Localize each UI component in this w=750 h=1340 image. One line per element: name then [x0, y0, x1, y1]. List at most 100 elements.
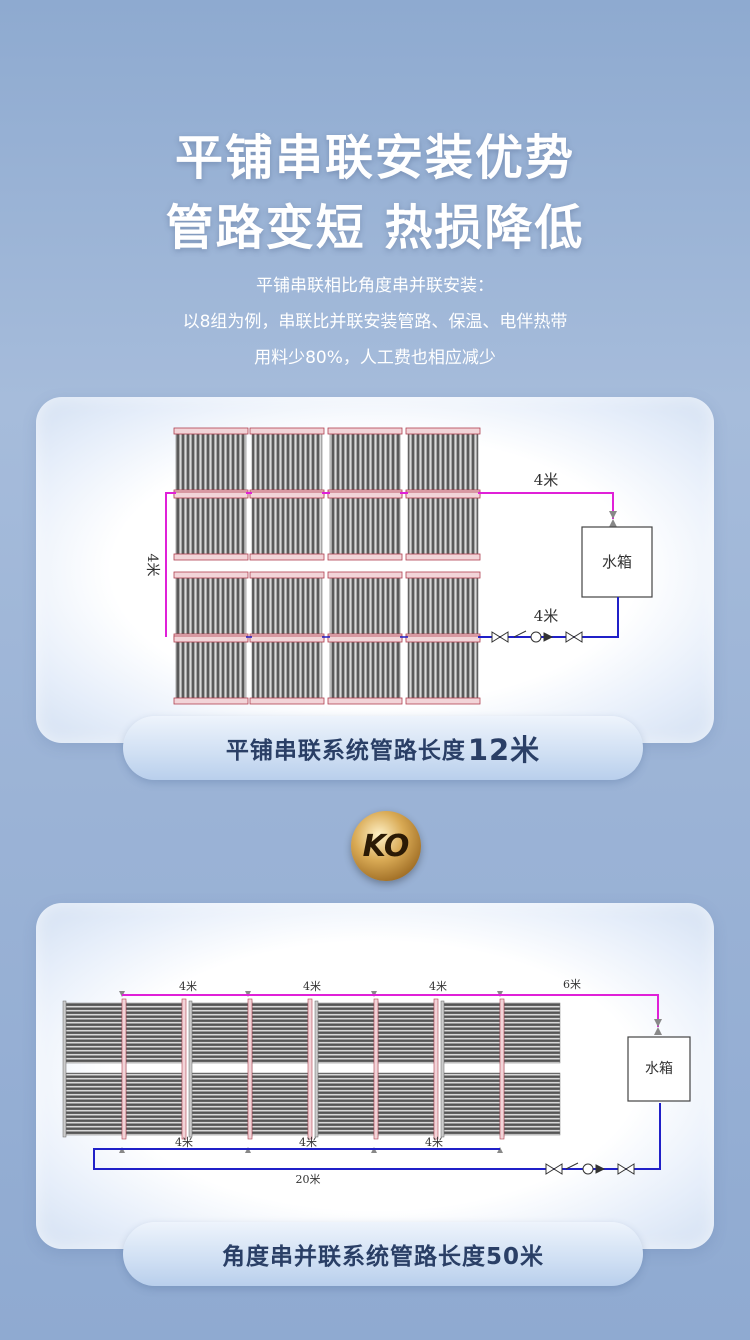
label-bottom: 4米 [534, 607, 559, 625]
label-mid-1: 4米 [175, 1136, 193, 1149]
label-mid-3: 4米 [425, 1136, 443, 1149]
collector-panel [175, 574, 247, 638]
return-pipe [478, 597, 619, 638]
header-pipe [249, 427, 325, 435]
flat-caption-number: 12米 [467, 733, 541, 767]
title-line-2: 管路变短 热损降低 [165, 200, 585, 256]
collector-panel [407, 574, 479, 638]
header-pipe [405, 427, 481, 435]
collector-panel [251, 1072, 309, 1136]
header-pipe [373, 998, 379, 1140]
header-pipe [181, 998, 187, 1140]
collector-panel [443, 1002, 501, 1064]
collector-panel [503, 1002, 561, 1064]
collector-panel [377, 1002, 435, 1064]
header-pipe [327, 553, 403, 561]
collector-panel [251, 1002, 309, 1064]
label-top-4: 6米 [563, 978, 581, 991]
collector-panel [251, 574, 323, 638]
collector-panel [317, 1072, 375, 1136]
water-tank-label: 水箱 [602, 553, 632, 571]
supply-pipe [165, 492, 176, 637]
water-tank-label: 水箱 [645, 1061, 673, 1077]
subtitle-line-2: 以8组为例，串联比并联安装管路、保温、电伴热带 [182, 312, 568, 332]
header-pipe [249, 553, 325, 561]
frame [188, 1000, 193, 1138]
header-pipe [327, 427, 403, 435]
header-pipe [173, 571, 249, 579]
collector-panel [251, 638, 323, 702]
header-pipe [405, 571, 481, 579]
collector-panel [329, 638, 401, 702]
collector-panel [329, 574, 401, 638]
return-valves [545, 1162, 635, 1175]
collector-panel [175, 430, 247, 494]
header-pipe [249, 491, 325, 499]
supply-header [122, 994, 659, 1027]
angled-parallel-caption: 角度串并联系统管路长度50米 [123, 1222, 643, 1286]
collector-panel [407, 430, 479, 494]
header-pipe [327, 635, 403, 643]
header-pipe [327, 491, 403, 499]
header-pipe [173, 553, 249, 561]
collector-panel [377, 1072, 435, 1136]
header-pipe [405, 635, 481, 643]
collector-panel [329, 430, 401, 494]
collector-array [62, 991, 561, 1153]
frame [440, 1000, 445, 1138]
return-valves [491, 630, 583, 643]
header-pipe [173, 635, 249, 643]
collector-panel [251, 494, 323, 558]
collector-array [173, 427, 481, 705]
subtitle: 平铺串联相比角度串并联安装： 以8组为例，串联比并联安装管路、保温、电伴热带 用… [0, 268, 750, 376]
header-pipe [327, 697, 403, 705]
header-pipe [249, 571, 325, 579]
collector-panel [191, 1002, 249, 1064]
header-pipe [327, 571, 403, 579]
label-bottom: 20米 [296, 1173, 321, 1186]
label-vertical: 4米 [144, 554, 160, 577]
angled-parallel-card: 水箱 4米 4米 4米 6米 4米 4米 4米 20米 [36, 903, 714, 1249]
collector-panel [407, 638, 479, 702]
collector-panel [175, 638, 247, 702]
header-pipe [121, 998, 127, 1140]
water-tank [627, 1036, 691, 1102]
collector-panel [317, 1002, 375, 1064]
collector-panel [65, 1072, 123, 1136]
header-pipe [405, 697, 481, 705]
header-pipe [405, 491, 481, 499]
collector-panel [65, 1002, 123, 1064]
ko-badge: KO [351, 811, 421, 881]
angled-parallel-diagram: 水箱 4米 4米 4米 6米 4米 4米 4米 20米 [62, 978, 691, 1186]
flat-caption-text: 平铺串联系统管路长度 [225, 738, 466, 764]
collector-panel [443, 1072, 501, 1136]
header-pipe [173, 491, 249, 499]
collector-panel [125, 1002, 183, 1064]
water-tank [581, 526, 653, 598]
frame [314, 1000, 319, 1138]
subtitle-line-1: 平铺串联相比角度串并联安装： [256, 276, 494, 296]
collector-panel [175, 494, 247, 558]
header-pipe [173, 697, 249, 705]
header-pipe [249, 697, 325, 705]
collector-panel [125, 1072, 183, 1136]
header-pipe [249, 635, 325, 643]
title-line-1: 平铺串联安装优势 [174, 130, 575, 186]
header-pipe [433, 998, 439, 1140]
collector-panel [407, 494, 479, 558]
label-mid-2: 4米 [299, 1136, 317, 1149]
subtitle-line-3: 用料少80%，人工费也相应减少 [254, 348, 496, 368]
header-pipe [499, 998, 505, 1140]
flat-series-diagram: 水箱 4米 4米 4米 [144, 427, 653, 705]
label-top: 4米 [534, 471, 559, 489]
header-pipe [247, 998, 253, 1140]
label-top-2: 4米 [303, 980, 321, 993]
header-pipe [405, 553, 481, 561]
collector-panel [191, 1072, 249, 1136]
header-pipe [307, 998, 313, 1140]
collector-panel [329, 494, 401, 558]
label-top-1: 4米 [179, 980, 197, 993]
supply-pipe-to-tank [478, 492, 614, 519]
collector-panel [251, 430, 323, 494]
